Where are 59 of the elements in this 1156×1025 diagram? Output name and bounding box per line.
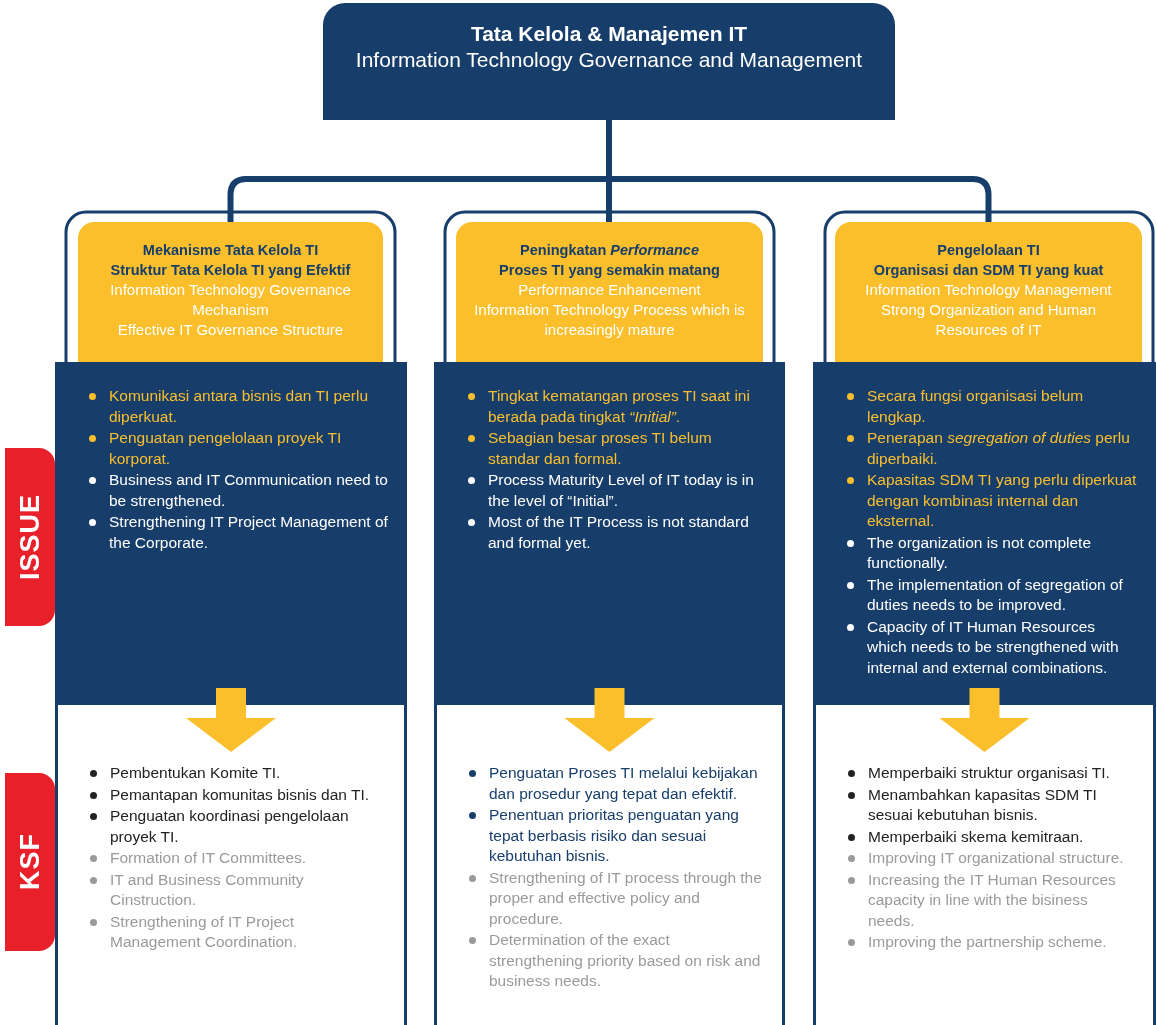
header-subtext: Information Technology Management [864,280,1113,300]
header-subtext: Information Technology Governance Mechanism [109,280,352,320]
bullet-item: Capacity of IT Human Resources which needs to be strengthened with internal and external combinations. [845,616,1138,678]
bullet-item: Strengthening of IT process through the proper and effective policy and procedure. [467,867,764,929]
header-subtext: Effective IT Governance Structure [116,320,345,340]
bullet-item: Memperbaiki skema kemitraan. [846,826,1135,847]
bullet-item: The implementation of segregation of duties needs to be improved. [845,574,1138,616]
column-header-box [456,222,763,364]
bullet-item: Improving the partnership scheme. [846,932,1135,953]
bullet-item: Improving IT organizational structure. [846,848,1135,869]
bullet-item: Penguatan Proses TI melalui kebijakan dan prosedur yang tepat dan efektif. [467,763,764,804]
bullet-item: Determination of the exact strengthening priority based on risk and business needs. [467,930,764,992]
bullet-item: Komunikasi antara bisnis dan TI perlu diperkuat. [87,386,389,427]
header-subtext: Performance Enhancement [517,280,702,300]
bullet-item: Process Maturity Level of IT today is in the level of “Initial”. [466,470,767,511]
bullet-item: Penguatan koordinasi pengelolaan proyek TI. [88,806,386,847]
header-heading: Mekanisme Tata Kelola TI [141,241,320,260]
header-heading: Organisasi dan SDM TI yang kuat [872,261,1105,280]
bullet-item: Business and IT Communication need to be strengthened. [87,470,389,511]
down-arrow [564,688,655,752]
bullet-item: Memperbaiki struktur organisasi TI. [846,763,1135,784]
header-subtext: Information Technology Process which is increasingly mature [473,300,746,340]
header-heading: Pengelolaan TI [936,241,1041,260]
header-heading: Proses TI yang semakin matang [498,261,721,280]
section-tab: KSF [5,773,55,951]
bullet-item: Menambahkan kapasitas SDM TI sesuai kebutuhan bisnis. [846,784,1135,826]
bullet-item: Penerapan segregation of duties perlu diperbaiki. [845,428,1138,469]
bullet-item: The organization is not complete functionally. [845,532,1138,574]
bullet-item: Pembentukan Komite TI. [88,763,386,784]
bullet-item: Increasing the IT Human Resources capacity in line with the bisiness needs. [846,869,1135,931]
bullet-item: Kapasitas SDM TI yang perlu diperkuat dengan kombinasi internal dan eksternal. [845,470,1138,532]
section-tab: ISSUE [5,448,55,626]
column-header-box [78,222,383,364]
issue-panel [55,362,407,706]
header-subtext: Strong Organization and Human Resources of IT [879,300,1098,340]
bullet-item: Formation of IT Committees. [88,848,386,869]
down-arrow [939,688,1030,752]
subtitle-text: Information Technology Governance and Management [354,47,864,73]
header-heading: Peningkatan Performance [519,241,700,260]
bullet-item: Sebagian besar proses TI belum standar dan formal. [466,428,767,469]
title-text: Tata Kelola & Manajemen IT [469,21,749,47]
title-box [323,3,895,120]
bullet-item: Strengthening IT Project Management of the Corporate. [87,512,389,553]
bullet-item: Pemantapan komunitas bisnis dan TI. [88,784,386,805]
ksf-panel [434,705,785,1025]
bullet-item: Penguatan pengelolaan proyek TI korporat. [87,428,389,469]
bullet-item: Secara fungsi organisasi belum lengkap. [845,386,1138,427]
ksf-panel [55,705,407,1025]
bullet-item: IT and Business Community Cinstruction. [88,869,386,911]
header-heading: Struktur Tata Kelola TI yang Efektif [109,261,352,280]
bullet-item: Penentuan prioritas penguatan yang tepat berbasis risiko dan sesuai kebutuhan bisnis. [467,805,764,867]
bullet-item: Tingkat kematangan proses TI saat ini berada pada tingkat “Initial”. [466,386,767,427]
ksf-panel [813,705,1156,1025]
bullet-item: Strengthening of IT Project Management Coordination. [88,911,386,953]
down-arrow [186,688,276,752]
column-header-box [835,222,1142,364]
issue-panel [434,362,785,706]
bullet-item: Most of the IT Process is not standard and formal yet. [466,512,767,553]
issue-panel [813,362,1156,706]
